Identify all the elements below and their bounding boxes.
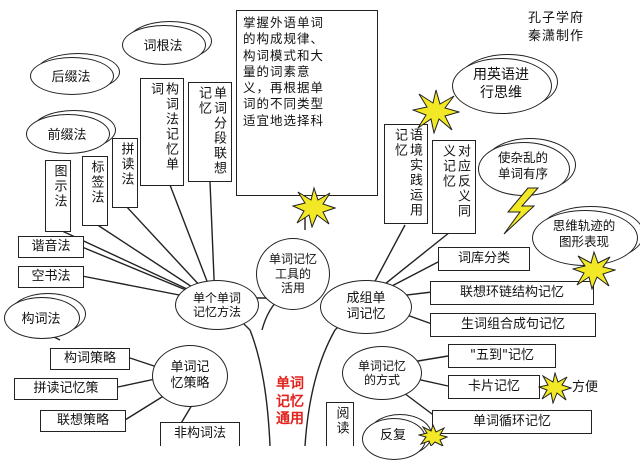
label-fangbian: 方便 bbox=[572, 380, 599, 395]
box-biaoqian: 标签法 bbox=[82, 156, 108, 226]
box-xunhuan: 单词循环记忆 bbox=[432, 410, 592, 434]
box-cigen-memory: 构词法记忆单词 bbox=[140, 78, 184, 186]
description-note: 掌握外语单词 的构成规律、 构词模式和大 量的词素意 义，再根据单 词的不同类型… bbox=[236, 10, 378, 196]
center-title-line: 单词 bbox=[276, 376, 304, 392]
box-tushi: 图示法 bbox=[45, 160, 71, 232]
center-title-line: 通用 bbox=[276, 411, 304, 427]
cloud-fuxi-label: 反复 bbox=[379, 428, 406, 443]
note-line: 量的词素意 bbox=[243, 63, 311, 79]
cloud-cigenfa-label: 词根法 bbox=[143, 39, 183, 54]
hub-group: 成组单词记忆 bbox=[320, 280, 412, 334]
box-pindu: 拼读法 bbox=[112, 138, 138, 208]
author-line1: 孔子学府 bbox=[528, 11, 585, 26]
box-fei-gouci: 非构词法 bbox=[160, 422, 240, 446]
hub-tool-line: 单词记忆 bbox=[268, 252, 317, 267]
cloud-goucifa bbox=[4, 297, 80, 339]
hub-tool-line: 活用 bbox=[280, 281, 305, 296]
hub-strategy-line: 单词记 bbox=[170, 360, 210, 376]
order-line: 单词有序 bbox=[497, 166, 548, 182]
lightning-icon bbox=[503, 187, 540, 235]
cloud-graph-label: 思维轨迹的 图形表现 bbox=[532, 218, 636, 251]
box-kongshu: 空书法 bbox=[18, 266, 84, 288]
hub-single-line: 单个单词 bbox=[192, 290, 241, 305]
box-kapian: 卡片记忆 bbox=[448, 375, 540, 399]
cloud-houzhui-label: 后缀法 bbox=[51, 70, 91, 85]
graph-line: 思维轨迹的 bbox=[552, 218, 616, 233]
hub-method: 单词记忆的方式 bbox=[342, 346, 422, 400]
box-duanfen: 单词分段联想记忆 bbox=[188, 82, 232, 182]
cloud-graph bbox=[532, 210, 638, 266]
box-lianhuan: 联想环链结构记忆 bbox=[430, 281, 594, 305]
box-yuedu: 阅读 bbox=[326, 402, 354, 446]
note-line: 构词模式和大 bbox=[243, 47, 325, 63]
box-xieyin: 谐音法 bbox=[18, 236, 84, 258]
starburst-icon bbox=[572, 250, 616, 290]
hub-strategy-line: 忆策略 bbox=[170, 376, 210, 391]
box-pindu-jiyi: 拼读记忆策 bbox=[14, 378, 118, 400]
starburst-icon bbox=[292, 186, 336, 228]
hub-method-line: 的方式 bbox=[363, 373, 400, 387]
hub-single-line: 记忆方法 bbox=[192, 305, 241, 319]
box-lianxiang-celue: 联想策略 bbox=[40, 410, 126, 432]
center-title: 单词 记忆 通用 bbox=[268, 376, 312, 429]
note-line: 适宜地选择科 bbox=[243, 112, 325, 128]
hub-strategy: 单词记忆策略 bbox=[152, 345, 228, 407]
note-line: 的构成规律、 bbox=[243, 31, 325, 47]
hub-single-word: 单个单词记忆方法 bbox=[175, 280, 259, 330]
box-shengci: 生词组合成句记忆 bbox=[430, 313, 596, 337]
center-title-line: 记忆 bbox=[276, 393, 304, 410]
cloud-qianzhui bbox=[26, 114, 110, 154]
order-line: 使杂乱的 bbox=[497, 150, 548, 165]
cloud-qianzhui-label: 前缀法 bbox=[47, 128, 87, 143]
cloud-order bbox=[478, 142, 570, 196]
hub-group-line: 成组单 bbox=[346, 291, 386, 307]
box-ciku: 词库分类 bbox=[438, 247, 530, 271]
cloud-think-english bbox=[452, 58, 552, 114]
graph-line: 图形表现 bbox=[558, 234, 609, 250]
starburst-icon bbox=[412, 89, 460, 134]
box-yujing: 语境实践运用记忆 bbox=[384, 124, 428, 224]
note-line: 义，再根据单 bbox=[243, 80, 325, 95]
cloud-houzhui bbox=[30, 57, 114, 95]
hub-tool: 单词记忆工具的活用 bbox=[256, 238, 330, 310]
hub-group-line: 词记忆 bbox=[346, 307, 386, 322]
cloud-goucifa-label: 构词法 bbox=[21, 312, 61, 327]
note-line: 掌握外语单词 bbox=[243, 15, 325, 30]
think-line: 行思维 bbox=[480, 85, 522, 102]
note-line: 词的不同类型 bbox=[243, 96, 325, 112]
starburst-icon bbox=[418, 424, 448, 446]
mind-map: 孔子学府 秦潇制作 掌握外语单词 的构成规律、 构词模式和大 量的词素意 义，再… bbox=[4, 10, 638, 460]
starburst-icon bbox=[538, 372, 572, 404]
box-wudaowu: "五到"记忆 bbox=[448, 344, 556, 368]
box-duiying: 对应反义同义记忆 bbox=[432, 140, 476, 234]
think-line: 用英语进 bbox=[473, 67, 529, 83]
cloud-order-label: 使杂乱的 单词有序 bbox=[478, 150, 568, 183]
hub-tool-line: 工具的 bbox=[274, 266, 311, 281]
cloud-cigenfa bbox=[122, 25, 206, 65]
box-gouci-celue: 构词策略 bbox=[50, 348, 130, 370]
cloud-think-english-label: 用英语进 行思维 bbox=[452, 66, 550, 102]
author-line2: 秦潇制作 bbox=[528, 28, 585, 44]
hub-method-line: 单词记忆 bbox=[357, 358, 406, 373]
author-credit: 孔子学府 秦潇制作 bbox=[528, 10, 584, 45]
